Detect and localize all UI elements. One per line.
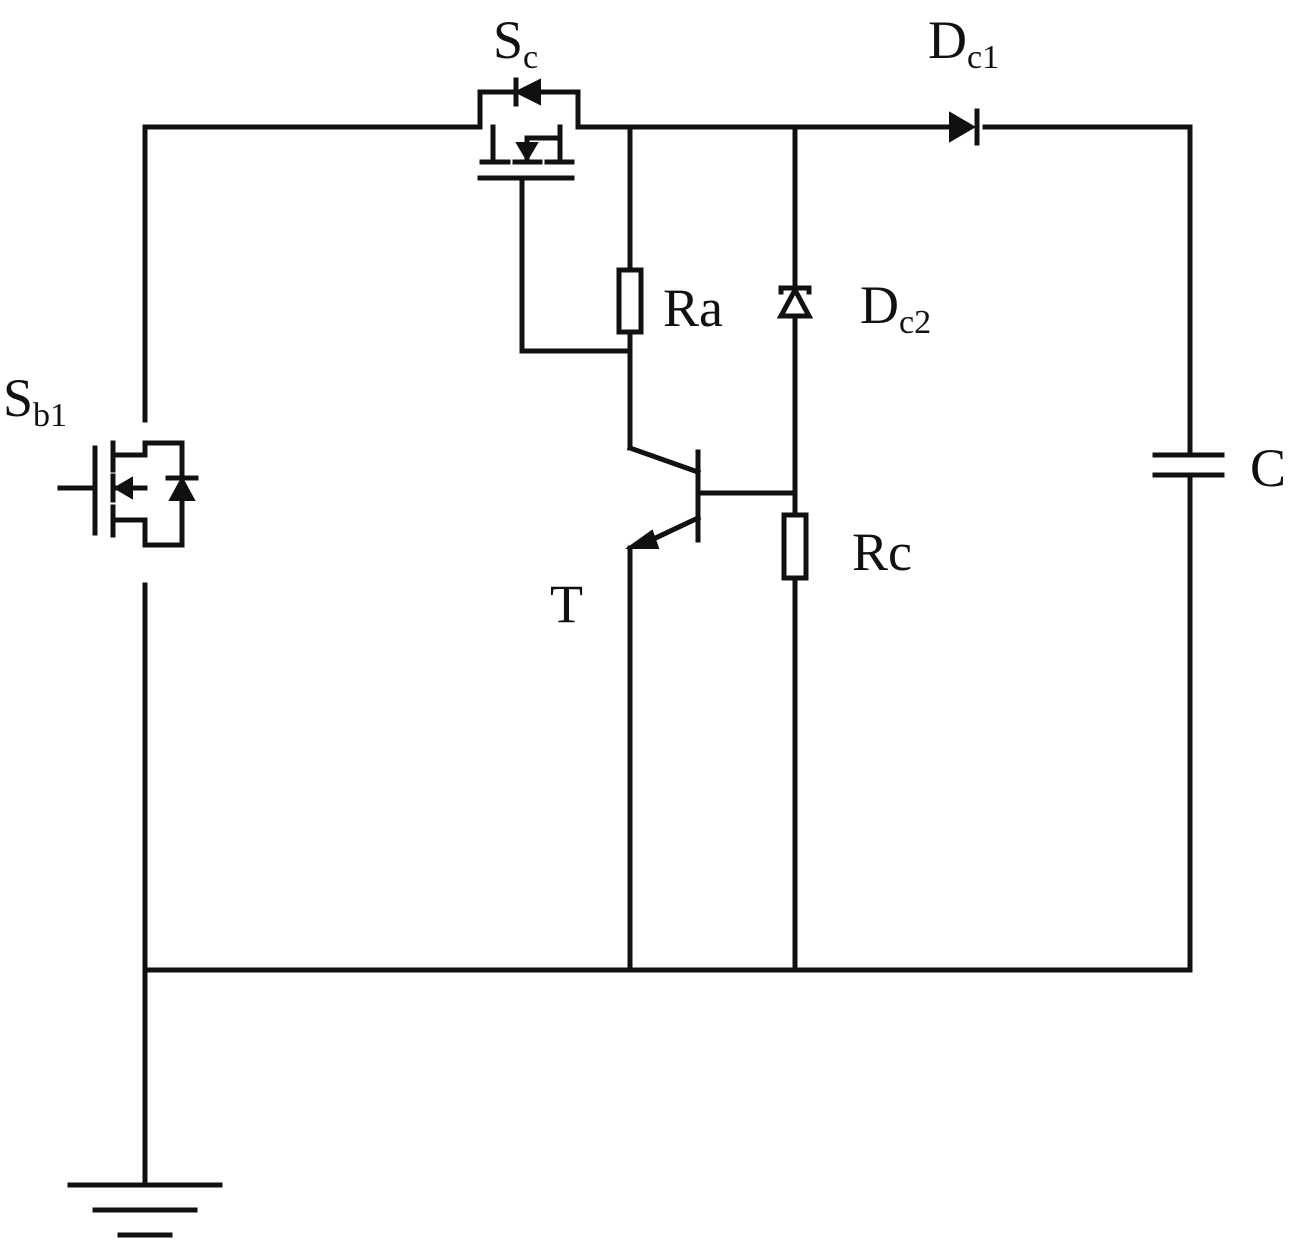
resistor-ra [616,267,644,335]
wires [142,124,1193,1188]
resistor-rc [781,512,809,581]
label-sc: Sc [493,10,538,76]
mosfet-sb1 [57,440,199,548]
label-c: C [1250,438,1286,498]
wire-sc-gate [519,179,633,354]
capacitor-c [1152,452,1225,478]
label-dc2: Dc2 [860,275,931,341]
zener-diode-dc2 [776,284,814,319]
label-t: T [550,574,583,634]
ground-symbol [67,1182,223,1238]
label-rc: Rc [852,522,912,582]
transistor-t [624,444,702,549]
label-sb1: Sb1 [3,368,67,434]
label-ra: Ra [663,278,723,338]
mosfet-sc [477,77,581,181]
diode-dc1 [949,108,980,146]
label-dc1: Dc1 [928,10,999,76]
